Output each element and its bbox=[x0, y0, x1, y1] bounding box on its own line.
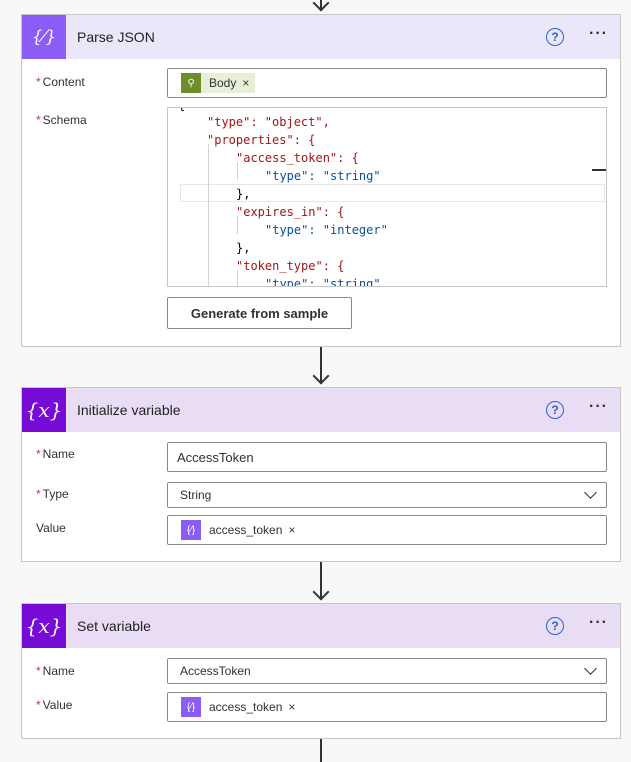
required-mark: * bbox=[36, 113, 41, 127]
value-label: *Value bbox=[36, 698, 73, 712]
access-token-token[interactable]: {⁄} access_token × bbox=[181, 697, 301, 717]
code-line: "type": "integer" bbox=[265, 223, 388, 237]
schema-editor[interactable]: { "type": "object", "properties": { "acc… bbox=[167, 107, 607, 287]
help-icon[interactable]: ? bbox=[546, 617, 564, 635]
connector-line bbox=[320, 739, 322, 762]
parse-json-header[interactable]: {⁄} Parse JSON ? ··· bbox=[22, 15, 620, 59]
value-field[interactable]: {⁄} access_token × bbox=[167, 692, 607, 722]
connector-arrow bbox=[312, 0, 330, 12]
connector-line bbox=[320, 347, 322, 383]
initialize-variable-card: {x} Initialize variable ? ··· *Name Acce… bbox=[21, 387, 621, 562]
content-label: *Content bbox=[36, 75, 85, 89]
token-label: access_token bbox=[209, 523, 283, 537]
name-label: *Name bbox=[36, 447, 75, 461]
braces-pen-icon: {⁄} bbox=[22, 15, 66, 59]
value-label: Value bbox=[36, 521, 66, 535]
name-dropdown[interactable]: AccessToken bbox=[167, 658, 607, 684]
card-title: Parse JSON bbox=[77, 29, 155, 45]
name-value: AccessToken bbox=[180, 664, 251, 678]
remove-token-icon[interactable]: × bbox=[288, 523, 296, 537]
current-line-highlight bbox=[180, 184, 605, 202]
set-variable-card: {x} Set variable ? ··· *Name AccessToken… bbox=[21, 603, 621, 739]
required-mark: * bbox=[36, 664, 41, 678]
code-line: "expires_in": { bbox=[236, 205, 345, 219]
required-mark: * bbox=[36, 487, 41, 501]
remove-token-icon[interactable]: × bbox=[242, 76, 250, 90]
name-label: *Name bbox=[36, 664, 75, 678]
token-label: access_token bbox=[209, 700, 283, 714]
generate-from-sample-button[interactable]: Generate from sample bbox=[167, 297, 352, 329]
code-line: }, bbox=[236, 187, 251, 201]
code-line: "access_token": { bbox=[236, 151, 359, 165]
card-title: Set variable bbox=[77, 618, 151, 634]
code-line: "type": "string" bbox=[265, 277, 381, 287]
chevron-down-icon bbox=[584, 662, 597, 675]
variable-icon: {x} bbox=[22, 388, 66, 432]
more-options-icon[interactable]: ··· bbox=[589, 25, 608, 42]
connector-arrow bbox=[312, 583, 330, 601]
schema-label: *Schema bbox=[36, 113, 87, 127]
name-value: AccessToken bbox=[177, 449, 254, 465]
code-line: "type": "object", bbox=[207, 115, 330, 129]
help-icon[interactable]: ? bbox=[546, 28, 564, 46]
initialize-variable-header[interactable]: {x} Initialize variable ? ··· bbox=[22, 388, 620, 432]
required-mark: * bbox=[36, 447, 41, 461]
expression-icon: {⁄} bbox=[181, 697, 201, 717]
content-field[interactable]: ⚲ Body × bbox=[167, 68, 607, 98]
connector-line bbox=[320, 562, 322, 598]
required-mark: * bbox=[36, 698, 41, 712]
type-dropdown[interactable]: String bbox=[167, 482, 607, 508]
access-token-token[interactable]: {⁄} access_token × bbox=[181, 520, 301, 540]
value-field[interactable]: {⁄} access_token × bbox=[167, 515, 607, 545]
token-label: Body bbox=[209, 76, 237, 90]
type-value: String bbox=[180, 488, 212, 502]
connector-arrow bbox=[312, 367, 330, 385]
type-label: *Type bbox=[36, 487, 69, 501]
more-options-icon[interactable]: ··· bbox=[589, 398, 608, 415]
help-icon[interactable]: ? bbox=[546, 401, 564, 419]
body-token[interactable]: ⚲ Body × bbox=[181, 73, 256, 93]
expression-icon: {⁄} bbox=[181, 520, 201, 540]
code-line: }, bbox=[236, 241, 251, 255]
required-mark: * bbox=[36, 75, 41, 89]
scrollbar-marker[interactable] bbox=[592, 169, 606, 171]
name-field[interactable]: AccessToken bbox=[167, 442, 607, 472]
code-line: "type": "string" bbox=[265, 169, 381, 183]
set-variable-header[interactable]: {x} Set variable ? ··· bbox=[22, 604, 620, 648]
variable-icon: {x} bbox=[22, 604, 66, 648]
trigger-icon: ⚲ bbox=[181, 73, 201, 93]
connector-line bbox=[320, 0, 322, 10]
remove-token-icon[interactable]: × bbox=[288, 700, 296, 714]
chevron-down-icon bbox=[584, 486, 597, 499]
parse-json-card: {⁄} Parse JSON ? ··· *Content ⚲ Body × *S… bbox=[21, 14, 621, 347]
code-line: "token_type": { bbox=[236, 259, 345, 273]
more-options-icon[interactable]: ··· bbox=[589, 614, 608, 631]
code-line: "properties": { bbox=[207, 133, 316, 147]
card-title: Initialize variable bbox=[77, 402, 181, 418]
